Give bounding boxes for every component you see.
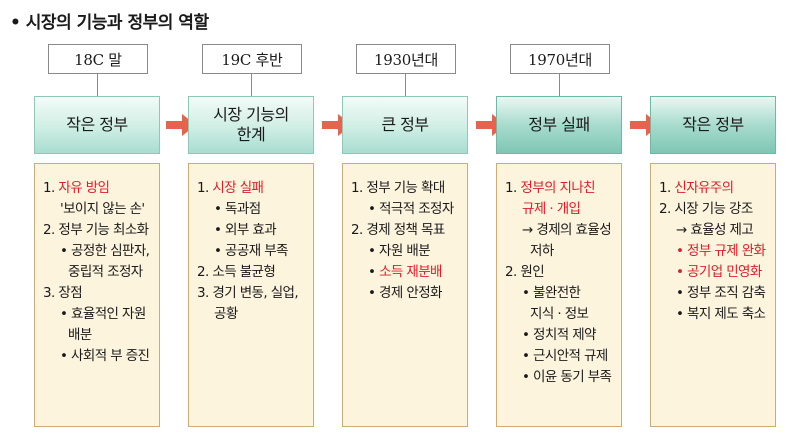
detail-panel: 1. 신자유주의 2. 시장 기능 강조 → 효율성 제고 • 정부 규제 완화… [650,163,776,427]
detail-line: • 공기업 민영화 [676,264,762,280]
detail-highlight: 시장 실패 [212,180,264,196]
detail-panel: 1. 정부 기능 확대 • 적극적 조정자 2. 경제 정책 목표 • 자원 배… [342,163,468,427]
connector-line [559,74,560,96]
detail-highlight: 소득 재분배 [379,264,442,280]
detail-line: 3. 장점 [43,285,83,301]
detail-line: • 사회적 부 증진 [60,348,150,364]
detail-line: • 효율적인 자원 [60,306,146,322]
era-label: 1970년대 [510,44,610,74]
detail-line: → 효율성 제고 [676,222,754,238]
connector-line [251,74,252,96]
era-label: 18C 말 [48,44,148,74]
connector-line [97,74,98,96]
stage-box: 작은 정부 [650,96,776,154]
detail-highlight: 자유 방임 [58,180,110,196]
era-label: 19C 후반 [202,44,302,74]
detail-line: • 적극적 조정자 [368,201,454,217]
detail-line: • 소득 재분배 [368,264,442,280]
detail-line: • 경제 안정화 [368,285,442,301]
detail-line: • 정부 규제 완화 [676,243,766,259]
detail-line: 배분 [68,327,92,343]
detail-line: • 복지 제도 축소 [676,306,766,322]
detail-highlight: 신자유주의 [674,180,734,196]
detail-line: • 정치적 제약 [522,327,596,343]
detail-line: 1. 정부 기능 확대 [351,180,445,196]
stage-box: 정부 실패 [496,96,622,154]
detail-panel: 1. 정부의 지나친 규제 · 개입 → 경제의 효율성 저하 2. 원인 • … [496,163,622,427]
detail-line: 지식 · 정보 [530,306,589,322]
detail-line: 1. 시장 실패 [197,180,264,196]
stage-box: 큰 정부 [342,96,468,154]
detail-line: 저하 [530,243,554,259]
detail-panel: 1. 시장 실패 • 독과점 • 외부 효과 • 공공재 부족 2. 소득 불균… [188,163,314,427]
detail-line: 1. 정부의 지나친 [505,180,596,196]
detail-line: 2. 시장 기능 강조 [659,201,753,217]
detail-line: '보이지 않는 손' [60,201,145,217]
detail-panel: 1. 자유 방임 '보이지 않는 손' 2. 정부 기능 최소화 • 공정한 심… [34,163,160,427]
connector-line [405,74,406,96]
detail-line: • 정부 조직 감축 [676,285,766,301]
era-label: 1930년대 [356,44,456,74]
detail-line: • 근시안적 규제 [522,348,608,364]
detail-line: • 자원 배분 [368,243,431,259]
diagram-title: • 시장의 기능과 정부의 역할 [10,13,209,33]
detail-line: 공황 [214,306,238,322]
detail-highlight: 정부의 지나친 [520,180,595,196]
stage-box: 작은 정부 [34,96,160,154]
detail-line: 2. 원인 [505,264,545,280]
detail-line: • 이윤 동기 부족 [522,369,612,385]
detail-line: 3. 경기 변동, 실업, [197,285,299,301]
detail-line: • 외부 효과 [214,222,277,238]
detail-line: • 공공재 부족 [214,243,288,259]
detail-line: 1. 자유 방임 [43,180,110,196]
detail-line: 규제 · 개입 [522,201,581,217]
detail-line: 중립적 조정자 [68,264,143,280]
detail-line: 2. 정부 기능 최소화 [43,222,149,238]
detail-line: • 독과점 [214,201,261,217]
detail-line: 1. 신자유주의 [659,180,734,196]
detail-line: 2. 경제 정책 목표 [351,222,445,238]
detail-line: → 경제의 효율성 [522,222,612,238]
detail-line: 2. 소득 불균형 [197,264,276,280]
detail-line: • 불완전한 [522,285,581,301]
detail-line: • 공정한 심판자, [60,243,150,259]
